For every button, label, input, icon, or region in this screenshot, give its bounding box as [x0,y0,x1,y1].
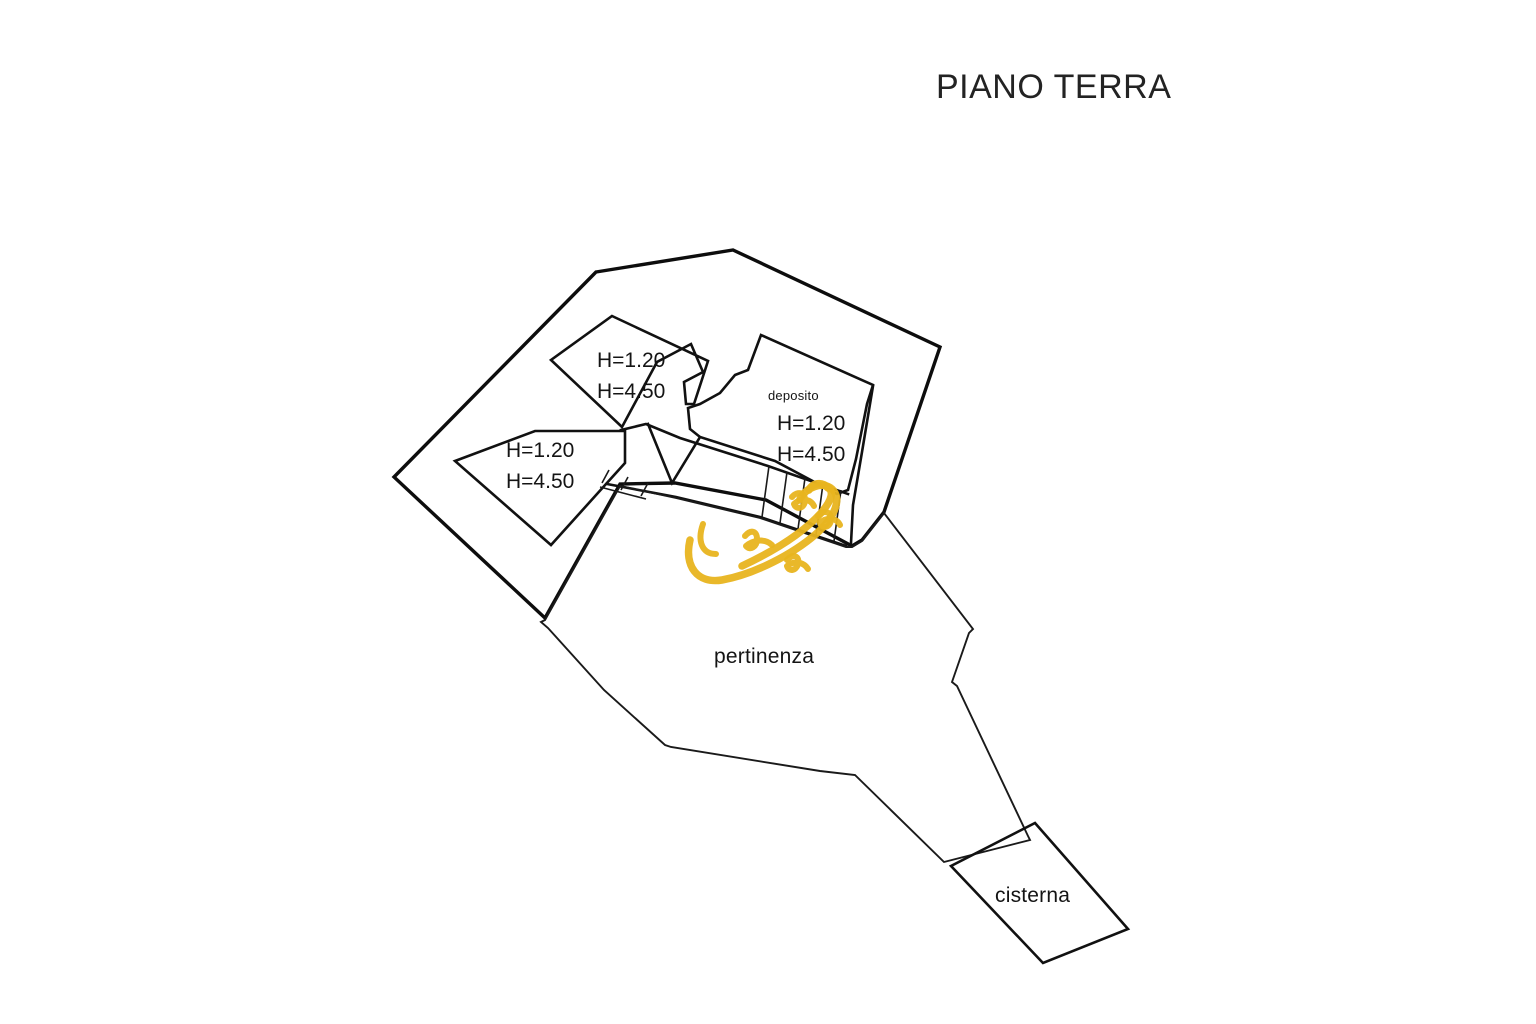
area-cisterna-label: cisterna [995,884,1071,907]
page-title: PIANO TERRA [936,68,1172,106]
room-lower-left-height-1: H=1.20 [506,439,575,462]
door-opening-left [599,469,649,500]
cisterna-outline [948,821,1131,965]
area-pertinenza-label: pertinenza [714,645,815,668]
room-deposito-height-1: H=1.20 [777,412,846,435]
room-upper-left-height-2: H=4.50 [597,380,666,403]
pertinenza-outline [539,484,1032,864]
deposito-right-wall [849,384,875,545]
room-upper-left-outline [548,314,710,430]
room-deposito-label: deposito [768,388,819,403]
room-upper-left-height-1: H=1.20 [597,349,666,372]
corridor-left-wall [619,422,850,496]
room-lower-left-height-labels: H=1.20 H=4.50 [506,435,574,497]
room-deposito-height-2: H=4.50 [777,443,846,466]
room-deposito-height-labels: H=1.20 H=4.50 [777,408,845,470]
central-corridor-walls [646,422,702,486]
room-upper-left-height-labels: H=1.20 H=4.50 [597,345,665,407]
marker-annotation [684,479,843,585]
room-lower-left-height-2: H=4.50 [506,470,575,493]
